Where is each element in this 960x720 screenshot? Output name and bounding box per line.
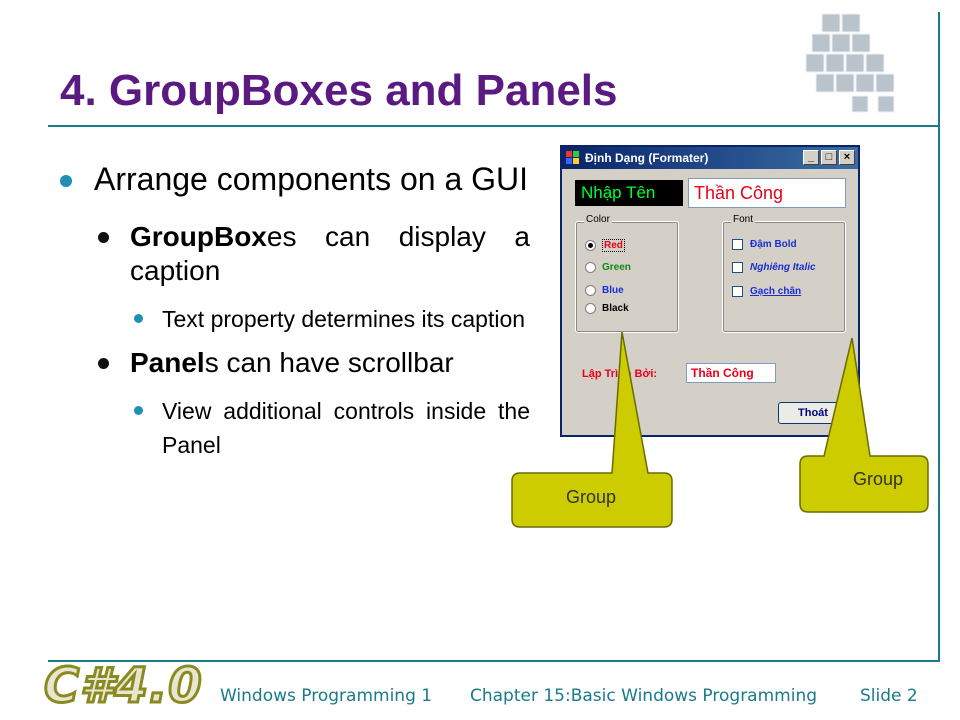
maximize-icon[interactable]: □ [821, 150, 837, 165]
minimize-icon[interactable]: _ [803, 150, 819, 165]
bullet-dot [98, 232, 109, 243]
bullet-list: Arrange components on a GUI GroupBoxes c… [60, 160, 530, 472]
bullet-dot [60, 175, 72, 187]
radio-icon [585, 303, 596, 314]
checkbox-underline[interactable]: Gạch chân [732, 286, 801, 297]
groupbox-caption: Color [584, 214, 612, 225]
author-input[interactable]: Thần Công [686, 363, 776, 383]
window-controls: _ □ × [803, 150, 855, 165]
radio-red[interactable]: Red [585, 239, 625, 252]
checkbox-label: Gạch chân [750, 286, 802, 297]
radio-label: Black [602, 303, 629, 314]
groupbox-caption: Font [731, 214, 756, 225]
bullet-dot [134, 406, 143, 415]
footer-chapter: Chapter 15:Basic Windows Programming [470, 686, 818, 706]
radio-label: Green [602, 262, 631, 273]
formatter-window: Định Dạng (Formater) _ □ × Nhập Tên Thần… [560, 145, 860, 437]
bullet-text-property: Text property determines its caption [60, 302, 530, 336]
close-icon[interactable]: × [839, 150, 855, 165]
font-groupbox: Font Đậm Bold Nghiêng Italic Gạch chân [722, 214, 846, 333]
radio-icon [585, 262, 596, 273]
footer-course: Windows Programming 1 [220, 686, 433, 706]
bullet-panels: Panels can have scrollbar [60, 346, 530, 380]
bullet-bold-term: Panel [130, 347, 205, 378]
bullet-bold-term: GroupBox [130, 221, 267, 252]
callout-left-label: Group [565, 487, 617, 507]
radio-label: Blue [602, 285, 624, 296]
csharp-logo: C#4.0 [43, 657, 204, 716]
radio-green[interactable]: Green [585, 262, 631, 273]
radio-blue[interactable]: Blue [585, 285, 624, 296]
bullet-groupboxes: GroupBoxes can display a caption [60, 220, 530, 288]
bullet-dot [134, 314, 143, 323]
exit-button[interactable]: Thoát [778, 402, 848, 424]
bullet-view-controls: View additional controls inside the Pane… [60, 394, 530, 462]
radio-icon [585, 285, 596, 296]
frame-top-line [48, 125, 940, 127]
callout-right-label: Group [852, 469, 904, 489]
bullet-text: s can have scrollbar [204, 347, 454, 378]
bullet-text: es can display a caption [130, 221, 530, 286]
footer-slide-number: Slide 2 [860, 686, 918, 706]
cube-logo-icon [805, 13, 895, 113]
window-titlebar[interactable]: Định Dạng (Formater) _ □ × [562, 147, 858, 169]
radio-selected-icon [585, 240, 596, 251]
checkbox-label: Nghiêng Italic [750, 262, 816, 273]
name-input[interactable]: Thần Công [688, 178, 846, 208]
frame-bottom-line [48, 660, 940, 662]
bullet-dot [98, 358, 109, 369]
slide-title: 4. GroupBoxes and Panels [60, 66, 618, 115]
app-icon [566, 151, 580, 165]
checkbox-icon [732, 262, 743, 273]
window-title: Định Dạng (Formater) [585, 151, 709, 165]
frame-right-line [938, 12, 940, 660]
color-groupbox: Color Red Green Blue Black [575, 214, 679, 333]
checkbox-italic[interactable]: Nghiêng Italic [732, 262, 816, 273]
checkbox-label: Đậm Bold [750, 239, 797, 250]
checkbox-bold[interactable]: Đậm Bold [732, 239, 797, 250]
bullet-text: View additional controls inside the Pane… [162, 398, 530, 458]
radio-label: Red [602, 239, 625, 252]
checkbox-icon [732, 286, 743, 297]
bullet-text: Text property determines its caption [162, 306, 526, 332]
author-label: Lập Trình Bởi: [582, 368, 658, 380]
bullet-text: Arrange components on a GUI [94, 161, 529, 197]
radio-black[interactable]: Black [585, 303, 629, 314]
checkbox-icon [732, 239, 743, 250]
name-label: Nhập Tên [575, 180, 683, 206]
bullet-arrange: Arrange components on a GUI [60, 160, 530, 198]
